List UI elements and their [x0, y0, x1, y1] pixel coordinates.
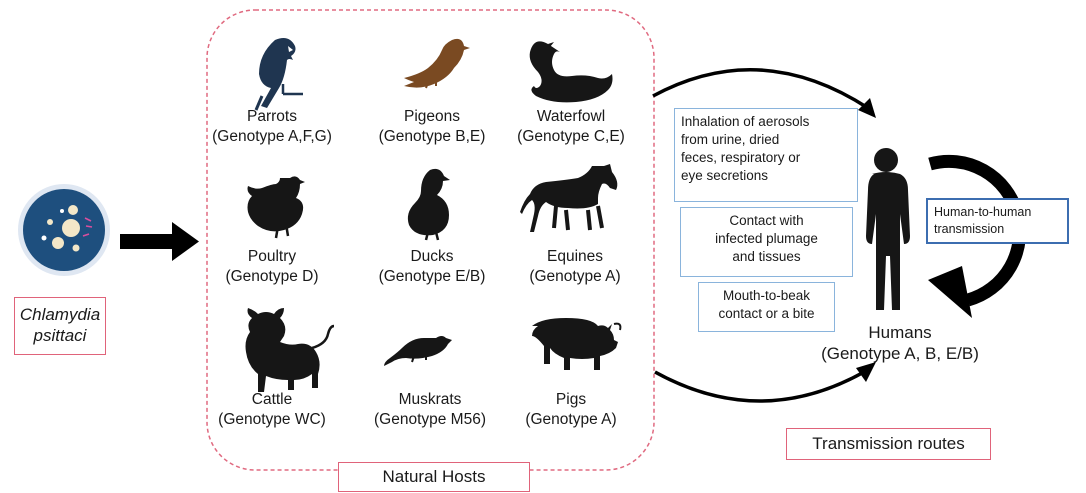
pathogen-name-line1: Chlamydia	[15, 304, 105, 325]
route-text-line: infected plumage	[687, 230, 846, 248]
host-label-muskrats: Muskrats (Genotype M56)	[355, 390, 505, 430]
route-text-line: Inhalation of aerosols	[681, 113, 851, 131]
host-genotype: (Genotype M56)	[355, 410, 505, 430]
host-genotype: (Genotype A)	[496, 410, 646, 430]
host-label-waterfowl: Waterfowl (Genotype C,E)	[496, 107, 646, 147]
host-genotype: (Genotype B,E)	[357, 127, 507, 147]
host-genotype: (Genotype A,F,G)	[197, 127, 347, 147]
h2h-line: Human-to-human	[934, 204, 1061, 221]
poultry-icon	[248, 176, 306, 238]
host-genotype: (Genotype D)	[197, 267, 347, 287]
route-text-line: Mouth-to-beak	[705, 287, 828, 305]
humans-genotype: (Genotype A, B, E/B)	[800, 343, 1000, 364]
humans-label: Humans (Genotype A, B, E/B)	[800, 322, 1000, 364]
waterfowl-icon	[530, 41, 613, 102]
pig-icon	[532, 318, 620, 370]
host-name: Waterfowl	[496, 107, 646, 127]
transmission-routes-label: Transmission routes	[786, 428, 991, 460]
host-label-equines: Equines (Genotype A)	[500, 247, 650, 287]
humans-name: Humans	[800, 322, 1000, 343]
host-genotype: (Genotype WC)	[197, 410, 347, 430]
host-genotype: (Genotype E/B)	[357, 267, 507, 287]
host-name: Equines	[500, 247, 650, 267]
host-name: Ducks	[357, 247, 507, 267]
pigeon-icon	[404, 39, 470, 88]
route-inhalation: Inhalation of aerosols from urine, dried…	[674, 108, 858, 202]
host-label-poultry: Poultry (Genotype D)	[197, 247, 347, 287]
equine-icon	[520, 164, 617, 232]
human-icon	[866, 148, 910, 310]
host-name: Pigeons	[357, 107, 507, 127]
route-contact: Contact with infected plumage and tissue…	[680, 207, 853, 277]
duck-icon	[408, 169, 450, 240]
route-text-line: eye secretions	[681, 167, 851, 185]
host-label-parrots: Parrots (Genotype A,F,G)	[197, 107, 347, 147]
route-text-line: feces, respiratory or	[681, 149, 851, 167]
arrow-pathogen-to-hosts	[120, 222, 199, 261]
host-name: Cattle	[197, 390, 347, 410]
host-label-cattle: Cattle (Genotype WC)	[197, 390, 347, 430]
host-label-ducks: Ducks (Genotype E/B)	[357, 247, 507, 287]
host-name: Poultry	[197, 247, 347, 267]
petri-dish-icon	[18, 184, 110, 276]
muskrat-icon	[384, 336, 452, 366]
host-name: Muskrats	[355, 390, 505, 410]
route-text-line: Contact with	[687, 212, 846, 230]
host-genotype: (Genotype C,E)	[496, 127, 646, 147]
h2h-line: transmission	[934, 221, 1061, 238]
human-to-human-label: Human-to-human transmission	[926, 198, 1069, 244]
natural-hosts-label: Natural Hosts	[338, 462, 530, 492]
pathogen-name-line2: psittaci	[15, 325, 105, 346]
pathogen-label: Chlamydia psittaci	[14, 297, 106, 355]
arrow-hosts-to-humans-bottom	[655, 362, 876, 401]
cattle-icon	[246, 308, 335, 392]
host-label-pigs: Pigs (Genotype A)	[496, 390, 646, 430]
host-name: Parrots	[197, 107, 347, 127]
route-text-line: contact or a bite	[705, 305, 828, 323]
host-label-pigeons: Pigeons (Genotype B,E)	[357, 107, 507, 147]
host-name: Pigs	[496, 390, 646, 410]
parrot-icon	[256, 38, 303, 110]
route-text-line: from urine, dried	[681, 131, 851, 149]
host-genotype: (Genotype A)	[500, 267, 650, 287]
route-text-line: and tissues	[687, 248, 846, 266]
